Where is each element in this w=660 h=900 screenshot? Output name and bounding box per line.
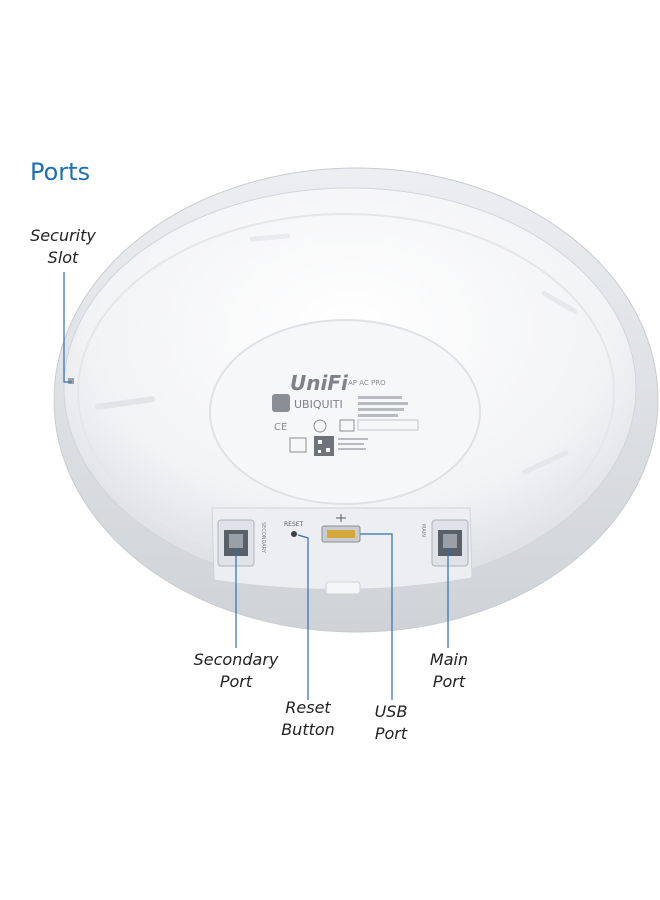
page-title: Ports [30,158,91,186]
main-port-jack [431,519,469,567]
leader-usb [360,533,393,700]
label-disc [209,319,481,505]
svg-text:SECONDARY: SECONDARY [260,522,266,554]
callout-usb-port: USB Port [374,702,408,743]
svg-text:AP AC PRO: AP AC PRO [348,379,386,387]
ubiquiti-logo: UBIQUITI [294,398,343,411]
svg-text:CE: CE [274,422,287,433]
callout-security-slot: Security Slot [30,226,96,267]
secondary-port-jack [217,519,255,567]
leader-security [63,272,72,383]
svg-text:MAIN: MAIN [420,524,426,537]
qr-code [314,436,334,456]
security-slot [68,378,74,384]
callout-main-port: Main Port [429,650,469,691]
leader-lines [63,272,449,700]
usb-port-jack [321,514,361,543]
svg-text:RESET: RESET [284,521,304,528]
callout-reset-button: Reset Button [281,698,335,739]
callout-secondary-port: Secondary Port [193,650,279,691]
reset-hole [291,531,297,537]
unifi-logo: UniFi [290,371,349,395]
leader-reset [297,534,309,700]
